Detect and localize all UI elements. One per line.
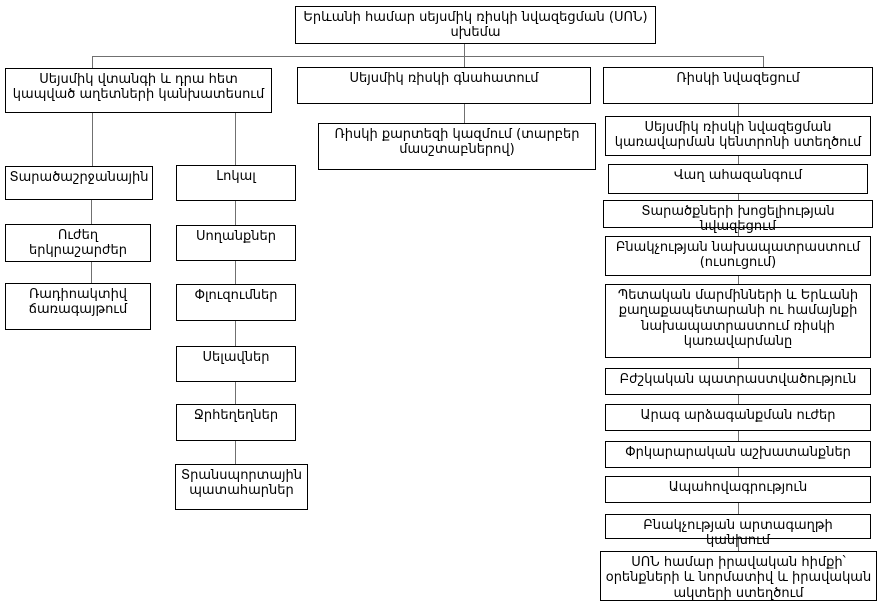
connector-line bbox=[738, 103, 739, 116]
node-local-3: Սելավներ bbox=[176, 346, 296, 382]
node-title: Երևանի համար սեյսմիկ ռիսկի նվազեցման (ՍՈ… bbox=[295, 6, 656, 44]
connector-line bbox=[763, 56, 764, 68]
connector-line bbox=[92, 56, 93, 69]
connector-line bbox=[738, 275, 739, 284]
connector-line bbox=[235, 381, 236, 404]
connector-line bbox=[92, 112, 93, 167]
connector-line bbox=[92, 56, 764, 57]
connector-line bbox=[91, 200, 92, 225]
connector-line bbox=[91, 261, 92, 284]
node-local-1: Սողանքներ bbox=[176, 225, 296, 261]
node-reduction-5: Բժշկական պատրաստվածություն bbox=[605, 368, 871, 395]
connector-line bbox=[738, 503, 739, 514]
node-regional-0: Տարածաշրջանային bbox=[5, 166, 153, 200]
connector-line bbox=[738, 431, 739, 441]
connector-line bbox=[464, 103, 465, 124]
connector-line bbox=[738, 358, 739, 368]
node-reduction-3: Բնակչության նախապատրաստում (ուսուցում) bbox=[605, 236, 871, 276]
node-assessment-header: Սեյսմիկ ռիսկի գնահատում bbox=[297, 67, 591, 104]
node-reduction-7: Փրկարարական աշխատանքներ bbox=[605, 441, 871, 468]
node-local-0: Լոկալ bbox=[176, 165, 296, 201]
node-regional-1: Ուժեղ երկրաշարժեր bbox=[5, 224, 151, 262]
node-reduction-2: Տարածքների խոցելիության նվազեցում bbox=[603, 200, 873, 234]
node-local-5: Տրանսպորտային պատահարներ bbox=[175, 464, 308, 510]
connector-line bbox=[235, 200, 236, 225]
connector-line bbox=[738, 539, 739, 551]
connector-line bbox=[464, 44, 465, 68]
node-reduction-0: Սեյսմիկ ռիսկի նվազեցման կառավարման կենտր… bbox=[605, 116, 871, 156]
connector-line bbox=[235, 440, 236, 464]
node-reduction-6: Արագ արձագանքման ուժեր bbox=[605, 404, 871, 431]
node-reduction-9: Բնակչության արտագաղթի կանխում bbox=[605, 514, 871, 548]
node-local-2: Փլուզումներ bbox=[176, 284, 296, 321]
node-reduction-10: ՍՈՆ համար իրավական հիմքի՝ օրենքների և նո… bbox=[600, 551, 877, 601]
connector-line bbox=[235, 260, 236, 284]
connector-line bbox=[738, 193, 739, 200]
node-local-4: Ջրհեղեղներ bbox=[176, 404, 296, 441]
node-assessment-item: Ռիսկի քարտեզի կազմում (տարբեր մասշտաբներ… bbox=[318, 123, 596, 170]
node-regional-2: Ռադիոակտիվ ճառագայթում bbox=[5, 283, 151, 330]
connector-line bbox=[738, 228, 739, 236]
connector-line bbox=[738, 468, 739, 476]
node-forecast-header: Սեյսմիկ վտանգի և դրա հետ կապված աղետների… bbox=[5, 68, 272, 113]
node-reduction-1: Վաղ ահազանգում bbox=[608, 164, 868, 194]
node-reduction-header: Ռիսկի նվազեցում bbox=[603, 67, 873, 104]
connector-line bbox=[738, 395, 739, 404]
node-reduction-8: Ապահովագրություն bbox=[605, 476, 871, 503]
connector-line bbox=[235, 112, 236, 166]
node-reduction-4: Պետական մարմինների և Երևանի քաղաքապետարա… bbox=[605, 284, 871, 358]
connector-line bbox=[738, 155, 739, 164]
connector-line bbox=[235, 320, 236, 346]
